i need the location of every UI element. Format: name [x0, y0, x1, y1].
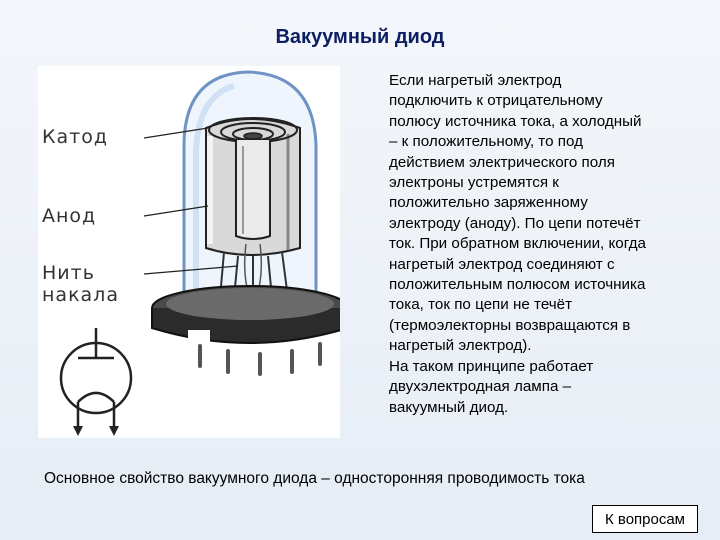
- filament-label-line2: накала: [42, 284, 119, 306]
- vacuum-tube-figure: Катод Анод Нить накала: [38, 66, 340, 438]
- slide-title: Вакуумный диод: [275, 26, 445, 48]
- filament-wires: [219, 251, 289, 299]
- cathode-cylinder: [235, 140, 271, 240]
- diode-schematic-symbol: [59, 328, 133, 426]
- cathode-label: Катод: [42, 126, 108, 148]
- main-property-text: Основное свойство вакуумного диода – одн…: [44, 470, 585, 487]
- back-to-questions-button[interactable]: К вопросам: [592, 505, 698, 533]
- vacuum-tube-illustration: [59, 70, 340, 436]
- tube-pins: [198, 342, 322, 376]
- filament-label-line1: Нить: [42, 262, 95, 284]
- anode-label: Анод: [42, 205, 97, 227]
- description-text: Если нагретый электрод подключить к отри…: [389, 72, 646, 416]
